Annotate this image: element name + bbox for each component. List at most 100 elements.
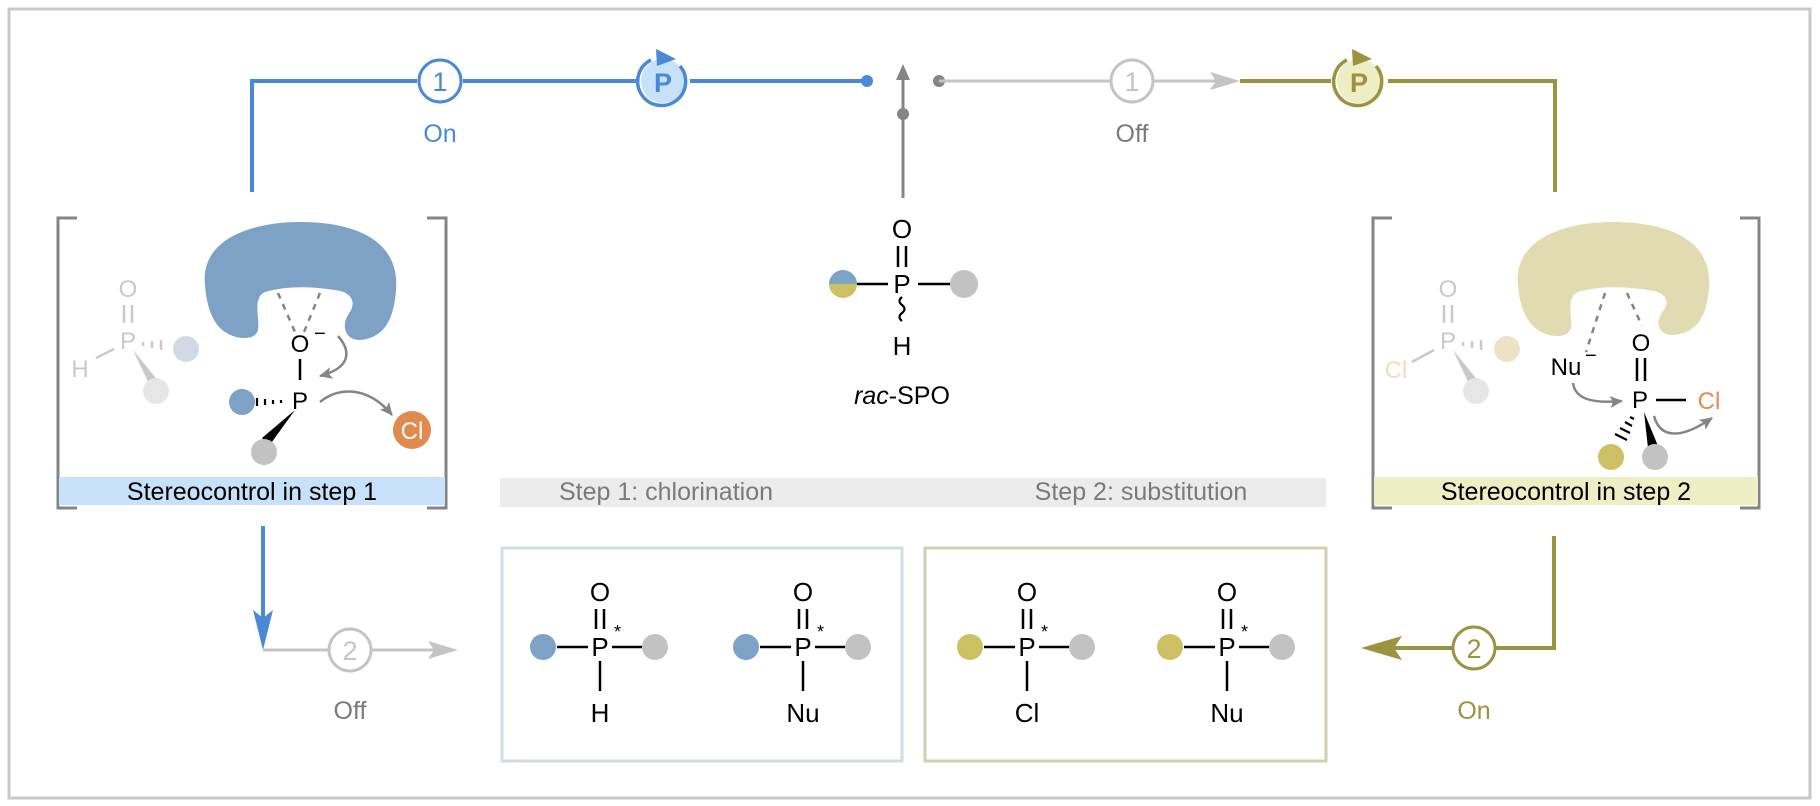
product-ball-gray: [642, 634, 668, 660]
blue-down-arrowhead-icon: [253, 610, 273, 650]
center-arrowhead-icon: [896, 64, 910, 80]
product-ball-gray: [1269, 634, 1295, 660]
step-number-circle: [1109, 58, 1155, 104]
stereocenter-star: *: [1041, 622, 1048, 642]
gray-ball: [251, 439, 277, 465]
olive-path: [1496, 536, 1556, 650]
negative-charge: −: [314, 323, 326, 345]
hashed-bond: [1461, 340, 1483, 350]
step2-off-label: Off: [334, 697, 367, 725]
chloride-ball: [393, 411, 431, 449]
pale-blue-ball: [173, 336, 199, 362]
catalyst-cycle-icon-blue[interactable]: P: [635, 49, 688, 108]
step1-products-box: [500, 546, 904, 763]
step1-on-label: On: [423, 120, 456, 148]
top-flow-olive: 1 Off P: [933, 49, 1557, 192]
step2-on-badge[interactable]: 2: [1451, 625, 1497, 671]
curved-arrow-icon: [319, 390, 393, 416]
step-number-circle: [1451, 625, 1497, 671]
atom-O: O: [1632, 330, 1651, 357]
product-atom-O: O: [793, 577, 813, 607]
catalyst-blob: [204, 222, 397, 340]
step-banner: [500, 478, 1326, 507]
outer-frame: [7, 7, 1812, 800]
curved-arrow-icon: [1571, 382, 1623, 409]
step1-on-badge[interactable]: 1: [417, 58, 463, 104]
product-atom-bottom: H: [591, 698, 610, 728]
step-number-circle: [327, 627, 373, 673]
product-atom-P: P: [591, 632, 608, 662]
step-number: 2: [342, 636, 357, 666]
atom-H: H: [893, 331, 912, 361]
step-number-circle: [417, 58, 463, 104]
product-atom-O: O: [1217, 577, 1237, 607]
product-ball-yellow: [1157, 634, 1183, 660]
catalyst-cycle-icon-olive[interactable]: P: [1331, 49, 1384, 108]
cycle-arc-icon: [1331, 58, 1384, 108]
step-number: 1: [432, 67, 447, 97]
h-bond-dashes: [1584, 292, 1607, 353]
product-ball-gray: [1069, 634, 1095, 660]
bracket-left: [56, 216, 77, 510]
panel-title: Stereocontrol in step 2: [1441, 478, 1691, 506]
step1-title: Step 1: chlorination: [559, 478, 773, 506]
hashed-bond: [255, 398, 283, 406]
product-atom-P: P: [794, 632, 811, 662]
panel-title-band: [59, 477, 445, 505]
negative-charge: −: [1585, 345, 1597, 367]
center-arrow: [896, 64, 910, 198]
half-blue: [829, 270, 857, 284]
atom-P: P: [1440, 328, 1456, 355]
step2-on-label: On: [1457, 697, 1490, 725]
left-panel: Stereocontrol in step 1 O P H O − P: [56, 216, 448, 510]
product-ball-blue: [530, 634, 556, 660]
gray-arrowhead-icon: [1210, 72, 1240, 90]
catalyst-label: P: [1350, 68, 1368, 98]
product-atom-bottom: Cl: [1015, 698, 1040, 728]
atom-O: O: [119, 276, 138, 303]
hashed-bond: [1614, 416, 1635, 441]
half-yellow: [829, 284, 857, 298]
atom-O: O: [892, 214, 912, 244]
wedge-bond: [262, 410, 295, 446]
product-ball-gray: [845, 634, 871, 660]
cycle-arc-icon: [635, 58, 688, 108]
product-atom-O: O: [590, 577, 610, 607]
product-atom-bottom: Nu: [1210, 698, 1243, 728]
step-number: 1: [1124, 67, 1139, 97]
product-atom-P: P: [1018, 632, 1035, 662]
blue-path-left: [250, 79, 417, 192]
product-atom-O: O: [1017, 577, 1037, 607]
bracket-right: [427, 216, 448, 510]
atom-Cl: Cl: [1698, 388, 1721, 415]
olive-path-right: [1388, 79, 1557, 192]
panel-title: Stereocontrol in step 1: [127, 478, 377, 506]
curved-arrow-icon: [1652, 415, 1713, 435]
wedge-bond: [1644, 412, 1658, 448]
step-number: 2: [1466, 634, 1481, 664]
panel-title-band: [1374, 477, 1758, 505]
bottom-flow-right: 2 On: [1361, 536, 1556, 725]
step2-title: Step 2: substitution: [1035, 478, 1248, 506]
bottom-flow-left: 2 Off: [253, 526, 458, 725]
curved-arrow-icon: [319, 335, 348, 379]
atom-P: P: [120, 328, 136, 355]
stereocenter-star: *: [817, 622, 824, 642]
bond-H: [95, 347, 115, 360]
bracket-left: [1371, 216, 1392, 510]
step1-off-label: Off: [1116, 120, 1149, 148]
atom-Cl: Cl: [1385, 357, 1408, 384]
cycle-arrowhead-icon: [1352, 49, 1372, 66]
pale-gray-ball: [143, 378, 169, 404]
step1-off-badge[interactable]: 1: [1109, 58, 1155, 104]
catalyst-label: P: [654, 68, 672, 98]
beige-ball: [1494, 336, 1520, 362]
step2-off-badge[interactable]: 2: [327, 627, 373, 673]
rac-spo-label: rac-SPO: [854, 382, 950, 410]
atom-P: P: [1632, 387, 1648, 414]
gray-arrowhead-icon: [428, 641, 458, 659]
atom-Cl: Cl: [401, 418, 424, 445]
right-panel: Stereocontrol in step 2 O P Cl Nu − O P …: [1371, 216, 1761, 510]
h-bond-dashes: [276, 292, 297, 333]
